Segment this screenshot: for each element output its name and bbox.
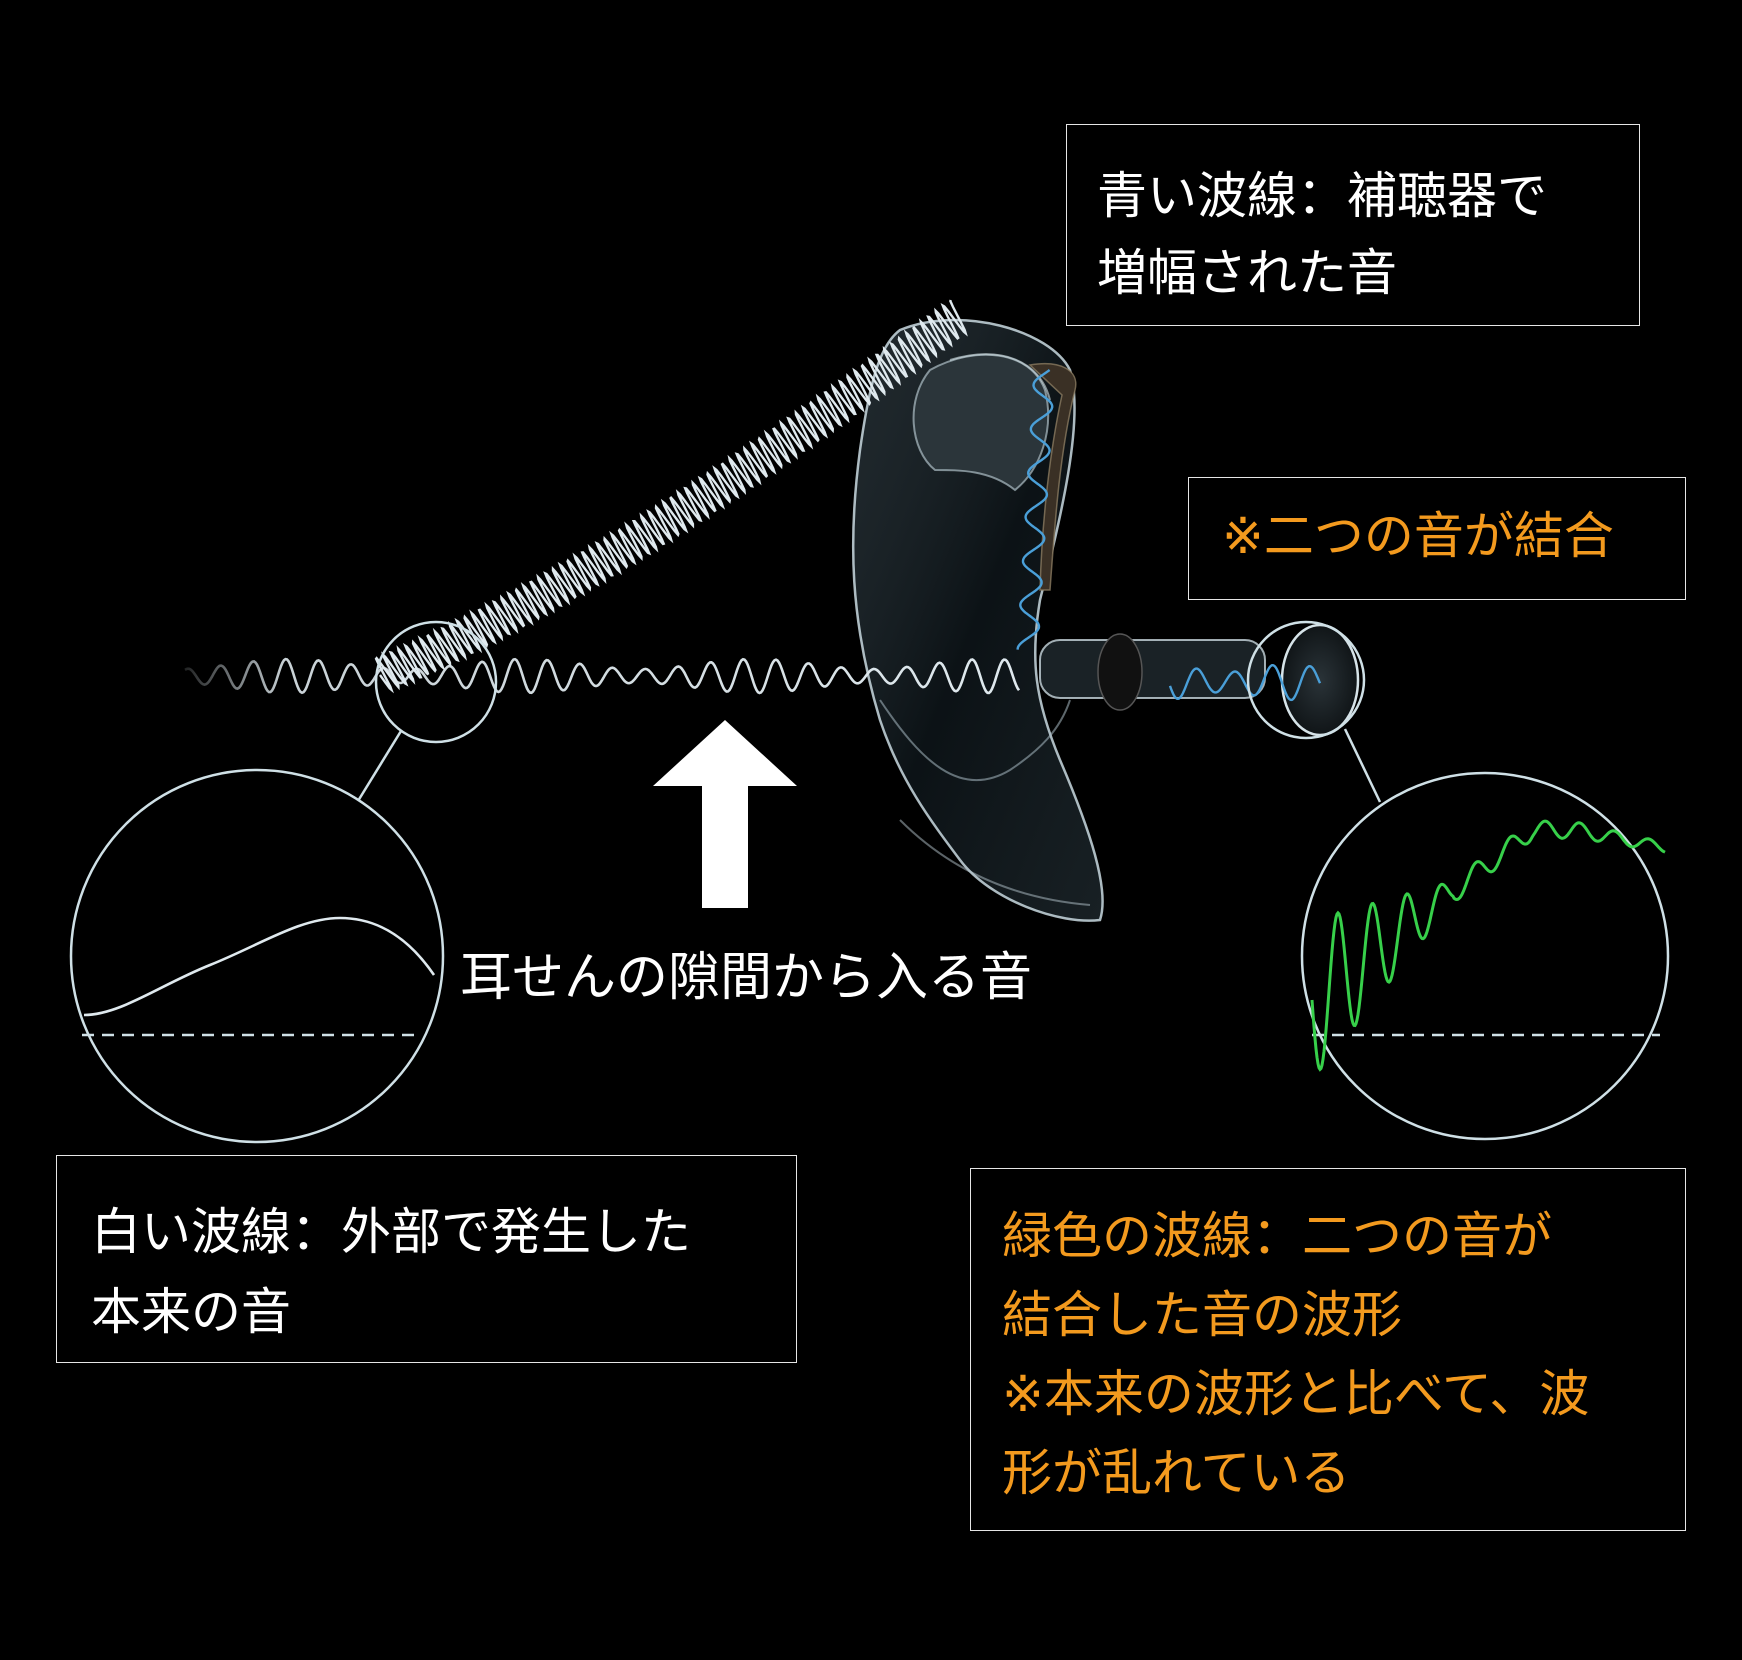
- green-wave-legend-line-2: 結合した音の波形: [1002, 1286, 1402, 1344]
- blue-wave-legend: 青い波線：補聴器で 増幅された音: [1066, 124, 1640, 326]
- blue-wave-canal: [1168, 664, 1322, 702]
- ear-illustration: [851, 318, 1104, 922]
- connector-right: [1343, 728, 1382, 803]
- combined-note-text: ※二つの音が結合: [1222, 507, 1614, 565]
- magnifier-original-wave: [69, 768, 445, 1144]
- green-wave-legend-line-1: 緑色の波線：二つの音が: [1002, 1207, 1552, 1265]
- hearing-aid-illustration: [1028, 363, 1360, 737]
- white-wave-legend-line-2: 本来の音: [91, 1283, 291, 1341]
- combined-note: ※二つの音が結合: [1188, 477, 1686, 600]
- magnifier-combined-wave: [1300, 771, 1670, 1141]
- blue-wave-legend-line-2: 増幅された音: [1097, 244, 1397, 302]
- green-wave-legend: 緑色の波線：二つの音が 結合した音の波形 ※本来の波形と比べて、波 形が乱れてい…: [970, 1168, 1686, 1531]
- upper-white-wave-line: [374, 299, 968, 694]
- blue-wave-legend-line-1: 青い波線：補聴器で: [1097, 167, 1547, 225]
- connector-left: [356, 730, 403, 802]
- white-wave-legend: 白い波線：外部で発生した 本来の音: [56, 1155, 797, 1363]
- blue-wave-line: [1016, 369, 1054, 650]
- up-arrow-icon: [653, 720, 797, 908]
- ear-gap-sound-label: 耳せんの隙間から入る音: [460, 948, 1033, 1008]
- white-wave-line: [184, 657, 1021, 695]
- green-wave-legend-line-3: ※本来の波形と比べて、波: [1002, 1365, 1590, 1423]
- magnifier-small-right: [1246, 620, 1366, 740]
- white-wave-legend-line-1: 白い波線：外部で発生した: [91, 1203, 691, 1261]
- green-wave-legend-line-4: 形が乱れている: [1002, 1444, 1351, 1502]
- magnifier-small-left: [374, 620, 498, 744]
